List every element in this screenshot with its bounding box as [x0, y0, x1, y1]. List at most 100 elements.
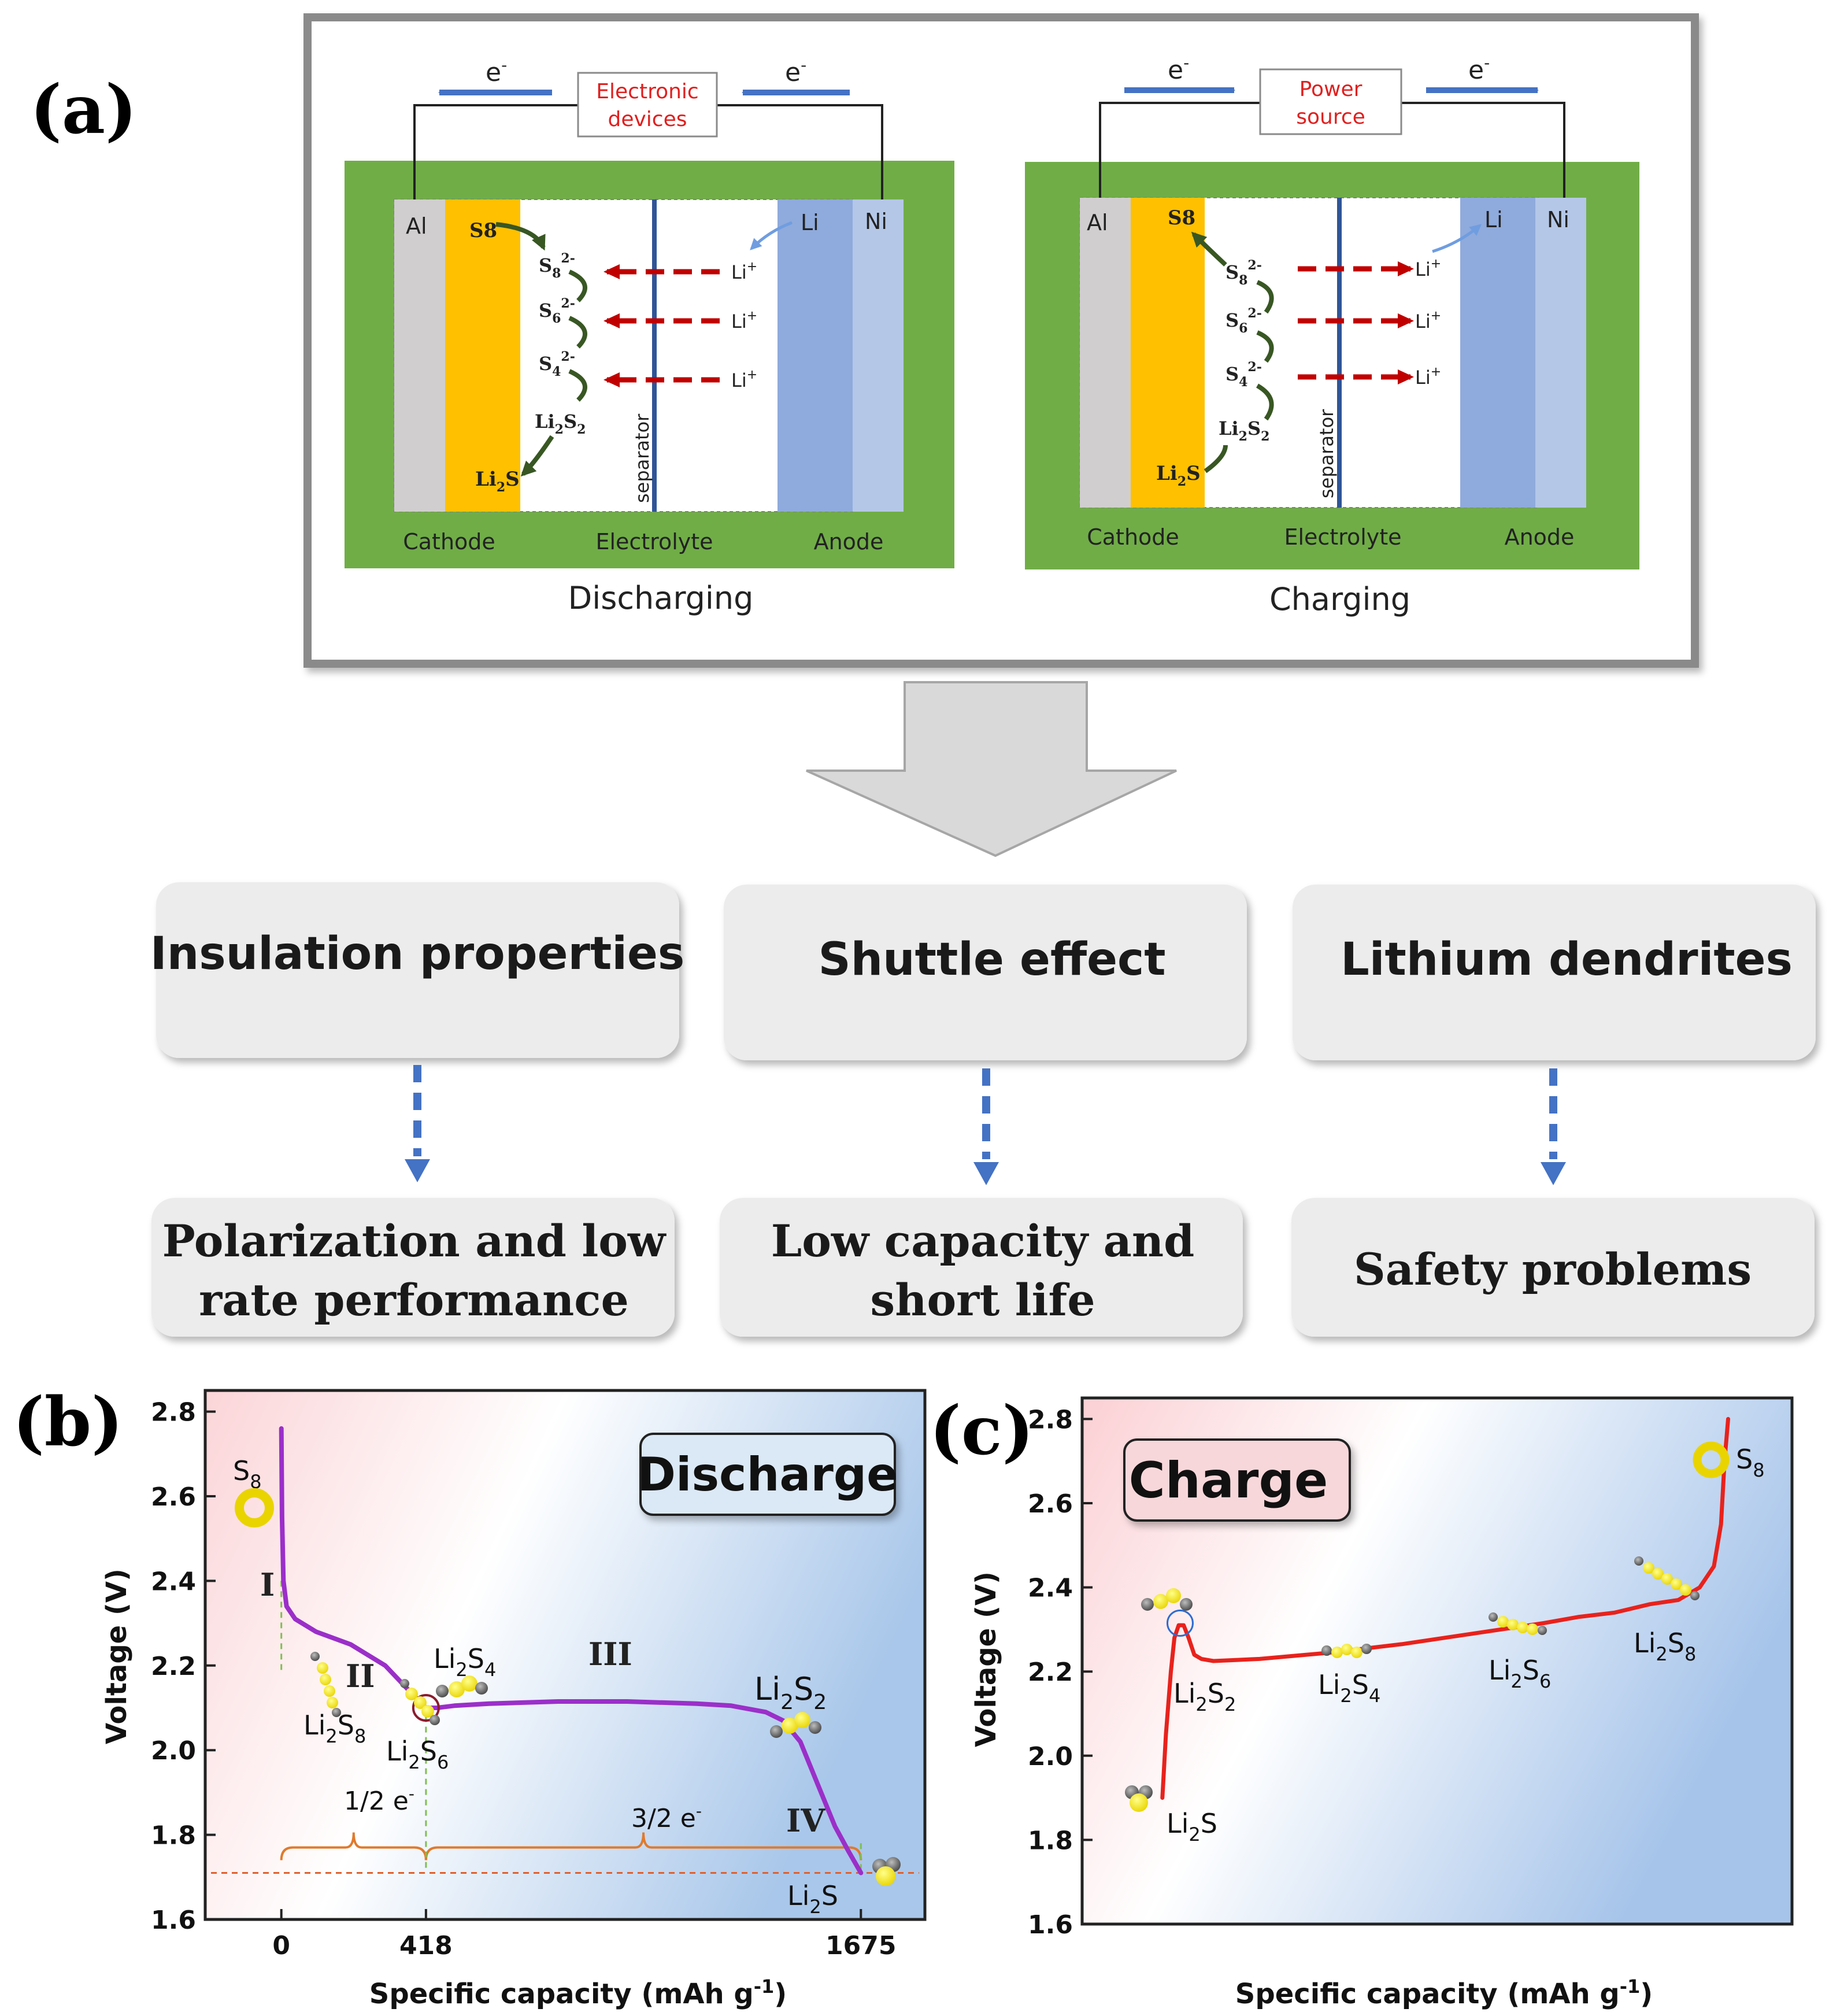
consequence-capacity-1: Low capacity and: [771, 1215, 1194, 1267]
y-tick-label: 2.0: [151, 1736, 196, 1766]
stage-boundaries: [280, 1581, 862, 1873]
problem-dendrites: Lithium dendrites: [1341, 934, 1793, 986]
molecule-li2s2: [1141, 1588, 1193, 1611]
s8-label: S8: [469, 219, 497, 242]
y-tick-label: 2.8: [151, 1398, 196, 1427]
problem-shuttle: Shuttle effect: [818, 934, 1165, 986]
transition-marker: [412, 1694, 440, 1722]
li-label: Li: [1484, 207, 1503, 232]
consequence-boxes: [151, 1198, 1815, 1337]
molecule-li2s6: [400, 1679, 440, 1725]
consequence-box: [720, 1198, 1243, 1337]
ni-collector: [853, 199, 904, 512]
stage-iv: IV: [786, 1802, 825, 1839]
svg-text:Li+: Li+: [1415, 309, 1441, 332]
y-tick-label: 2.6: [1028, 1489, 1073, 1519]
down-arrow: [806, 681, 1177, 857]
discharging-cell: [345, 161, 954, 568]
consequence-box: [1291, 1198, 1815, 1337]
consequence-arrows: [405, 1065, 1566, 1185]
panel-c-label: (c): [930, 1392, 1034, 1470]
y-tick-label: 2.2: [151, 1652, 196, 1681]
molecule-li2s4: [436, 1675, 488, 1697]
consequence-safety: Safety problems: [1354, 1244, 1752, 1295]
electron-label: e-: [486, 56, 507, 87]
discharging-li-ion-labels: Li+ Li+ Li+: [731, 260, 757, 391]
svg-text:Li+: Li+: [1415, 365, 1441, 389]
axes-c: 1.61.82.02.22.42.62.8: [1028, 1405, 1093, 1940]
y-tick-label: 2.2: [1028, 1658, 1073, 1687]
x-axis-title-b: Specific capacity (mAh g-1): [369, 1976, 787, 2010]
molecule-li2s2: [770, 1712, 821, 1738]
bracket-half-electron: [280, 1832, 427, 1860]
discharge-badge: [639, 1433, 896, 1516]
half-electron: 1/2 e-: [344, 1784, 414, 1816]
zone-label-electrolyte: Electrolyte: [595, 529, 713, 554]
problem-insulation: Insulation properties: [150, 928, 685, 980]
al-collector: [1080, 198, 1131, 508]
panel-b-label: (b): [13, 1383, 123, 1462]
electronic-devices-box: [577, 72, 718, 138]
al-collector: [394, 199, 445, 512]
charging-reaction-arrows: [1191, 231, 1274, 474]
li2s-label: Li2S: [1156, 462, 1201, 489]
charging-circuit: [1099, 102, 1565, 198]
svg-text:Li+: Li+: [1415, 257, 1441, 280]
consequence-box: [151, 1198, 675, 1337]
device-label-line2: devices: [608, 108, 687, 131]
stage-ii: II: [346, 1658, 375, 1695]
species-labels-c: Li2S Li2S2 Li2S4 Li2S6 Li2S8 S8: [1167, 1444, 1765, 1845]
problem-boxes: [156, 882, 1816, 1060]
ni-label: Ni: [1547, 207, 1569, 232]
electron-transfer-labels: 1/2 e- 3/2 e-: [344, 1784, 702, 1833]
electron-label: e-: [1168, 53, 1189, 85]
y-tick-label: 2.4: [1028, 1574, 1073, 1603]
cathode-layer: [1131, 198, 1205, 508]
svg-text:Li+: Li+: [731, 260, 757, 283]
molecule-li2s6: [1489, 1612, 1547, 1635]
charging-ion-arrows: [1298, 261, 1414, 384]
y-axis-title-b: Voltage (V): [101, 1569, 133, 1744]
charge-badge: [1123, 1438, 1351, 1522]
electron-label: e-: [785, 56, 806, 87]
molecule-li2s: [1125, 1785, 1153, 1812]
zone-label-anode: Anode: [1505, 524, 1575, 550]
molecule-li2s8: [310, 1652, 341, 1717]
y-tick-label: 1.6: [1028, 1910, 1073, 1940]
consequence-polarization-1: Polarization and low: [162, 1215, 667, 1267]
molecule-li2s8: [1634, 1556, 1700, 1600]
al-label: Al: [1087, 210, 1108, 235]
x-tick-label: 1675: [825, 1931, 896, 1960]
electron-transfer-brackets: [280, 1832, 862, 1860]
device-label-line1: Electronic: [596, 80, 698, 103]
molecule-s8-ring: [1693, 1441, 1730, 1478]
y-axis-title-c: Voltage (V): [970, 1571, 1002, 1747]
li-label: Li: [801, 210, 819, 235]
separator-label: separator: [1316, 409, 1338, 498]
svg-text:Li+: Li+: [731, 368, 757, 391]
charging-li-ion-labels: Li+ Li+ Li+: [1415, 257, 1441, 389]
stage-i: I: [260, 1566, 275, 1603]
separator: [652, 199, 657, 512]
zone-label-anode: Anode: [814, 529, 884, 554]
charging-title: Charging: [1269, 581, 1410, 617]
ni-label: Ni: [865, 209, 887, 234]
source-label-line1: Power: [1299, 77, 1363, 101]
stage-iii: III: [588, 1636, 632, 1673]
discharging-reaction-arrows: [495, 222, 587, 477]
discharge-badge-label: Discharge: [638, 1448, 898, 1501]
ni-collector: [1535, 198, 1586, 508]
separator-label: separator: [631, 413, 653, 503]
y-tick-label: 2.4: [151, 1567, 196, 1596]
y-tick-label: 2.0: [1028, 1742, 1073, 1771]
cathode-layer: [445, 199, 520, 512]
x-tick-label: 418: [399, 1931, 453, 1960]
charge-badge-label: Charge: [1129, 1452, 1328, 1510]
svg-text:Li+: Li+: [731, 309, 757, 332]
zone-label-cathode: Cathode: [403, 529, 495, 554]
lithium-anode: [777, 199, 853, 512]
discharging-title: Discharging: [568, 580, 754, 616]
lithium-anode: [1460, 198, 1535, 508]
x-axis-title-c: Specific capacity (mAh g-1): [1235, 1976, 1653, 2010]
